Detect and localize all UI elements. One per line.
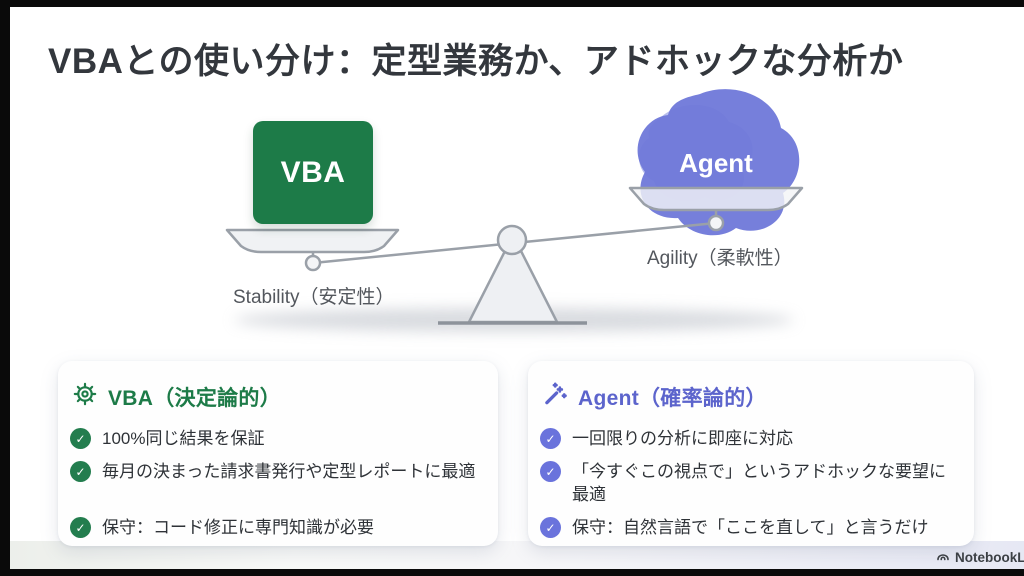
- bullet-text: 保守：コード修正に専門知識が必要: [102, 518, 374, 537]
- right-pan: [628, 186, 804, 212]
- list-item: ✓ 100%同じ結果を保証: [70, 427, 476, 450]
- agent-weight-label: Agent: [679, 148, 753, 178]
- vba-weight-block: VBA: [253, 121, 373, 224]
- bullet-text: 保守：自然言語で「ここを直して」と言うだけ: [572, 518, 929, 537]
- right-pivot: [707, 214, 725, 232]
- fulcrum-pivot: [496, 224, 528, 256]
- gear-icon: [72, 381, 98, 412]
- list-item: ✓ 毎月の決まった請求書発行や定型レポートに最適: [70, 460, 476, 483]
- check-icon: ✓: [540, 428, 561, 449]
- list-item: ✓ 保守：コード修正に専門知識が必要: [70, 516, 476, 539]
- vba-card: VBA（決定論的） ✓ 100%同じ結果を保証 ✓ 毎月の決まった請求書発行や定…: [58, 361, 498, 546]
- list-item: ✓ 一回限りの分析に即座に対応: [540, 427, 952, 450]
- agility-caption: Agility（柔軟性）: [647, 248, 793, 269]
- bullet-text: 一回限りの分析に即座に対応: [572, 429, 793, 448]
- fulcrum-triangle: [467, 249, 559, 324]
- check-icon: ✓: [540, 517, 561, 538]
- notebooklm-brand-text: NotebookLM: [955, 550, 1024, 565]
- check-icon: ✓: [540, 461, 561, 482]
- bullet-text: 100%同じ結果を保証: [102, 429, 265, 448]
- vba-card-header: VBA（決定論的）: [70, 381, 476, 412]
- check-icon: ✓: [70, 517, 91, 538]
- notebooklm-logo-icon: [936, 550, 951, 565]
- slide-title: VBAとの使い分け：定型業務か、アドホックな分析か: [48, 42, 904, 81]
- notebooklm-brand: NotebookLM: [936, 550, 1024, 565]
- bullet-text: 「今すぐこの視点で」というアドホックな要望に最適: [572, 462, 946, 504]
- magic-wand-icon: [542, 381, 568, 412]
- left-pivot: [304, 254, 322, 272]
- agent-card-header: Agent（確率論的）: [540, 381, 952, 412]
- check-icon: ✓: [70, 428, 91, 449]
- stability-caption: Stability（安定性）: [233, 287, 395, 308]
- vba-weight-label: VBA: [280, 155, 346, 189]
- check-icon: ✓: [70, 461, 91, 482]
- vba-card-title: VBA（決定論的）: [108, 386, 282, 410]
- list-item: ✓ 「今すぐこの視点で」というアドホックな要望に最適: [540, 460, 952, 506]
- agent-card: Agent（確率論的） ✓ 一回限りの分析に即座に対応 ✓ 「今すぐこの視点で」…: [528, 361, 974, 546]
- bullet-text: 毎月の決まった請求書発行や定型レポートに最適: [102, 462, 476, 481]
- list-item: ✓ 保守：自然言語で「ここを直して」と言うだけ: [540, 516, 952, 539]
- agent-card-title: Agent（確率論的）: [578, 386, 767, 410]
- left-pan: [225, 228, 400, 254]
